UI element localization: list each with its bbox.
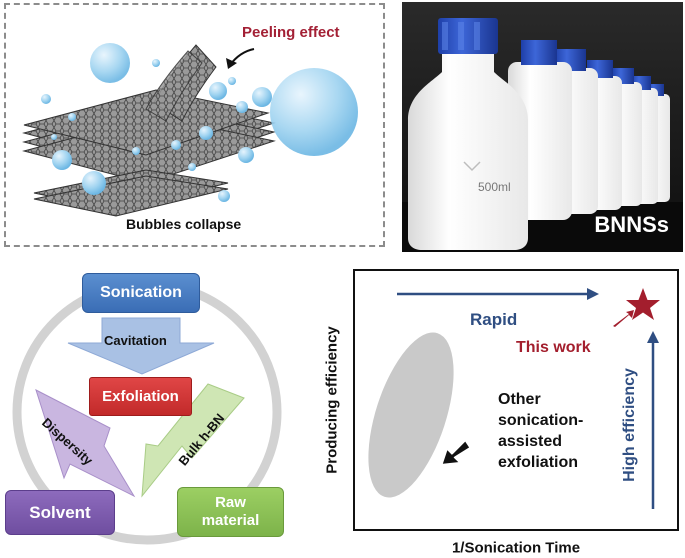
raw-material-line1: Raw: [215, 494, 246, 511]
sonication-box: Sonication: [82, 273, 200, 313]
other-line-3: assisted: [498, 433, 563, 450]
exfoliation-illustration-panel: Peeling effect Bubbles collapse: [4, 3, 385, 247]
dispersity-arrow: [35, 389, 136, 498]
high-efficiency-label: High efficiency: [621, 368, 638, 482]
bubbles: [41, 43, 358, 202]
layered-sheets: [22, 44, 276, 217]
other-line-4: exfoliation: [498, 454, 579, 471]
rapid-label: Rapid: [470, 310, 518, 329]
efficiency-chart-frame: [353, 269, 679, 531]
bottle-volume-label: 500ml: [478, 180, 511, 194]
bnns-bottles-photo: 500ml BNNSs: [402, 2, 683, 252]
other-line-2: sonication-: [498, 412, 584, 429]
bubbles-collapse-label: Bubbles collapse: [126, 216, 242, 232]
this-work-label: This work: [516, 339, 591, 356]
raw-material-line2: material: [201, 512, 260, 529]
exfoliation-box: Exfoliation: [89, 377, 192, 416]
other-line-1: Other: [498, 391, 541, 408]
cavitation-arrow: [67, 317, 215, 375]
this-work-pointer-arrow: [613, 310, 634, 327]
bottle-row: [408, 18, 670, 250]
bulk-hbn-arrow: [141, 383, 245, 498]
other-methods-region: [368, 332, 454, 498]
x-axis-label: 1/Sonication Time: [451, 539, 581, 557]
cavitation-label: Cavitation: [104, 333, 167, 348]
y-axis-label: Producing efficiency: [323, 326, 341, 474]
this-work-star-icon: [626, 288, 660, 320]
other-methods-label: Other sonication- assisted exfoliation: [498, 389, 583, 473]
raw-material-box: Raw material: [177, 487, 284, 537]
efficiency-chart-graphic: [368, 288, 660, 509]
hbn-sheets-bubbles-graphic: [22, 43, 358, 217]
bottles-graphic: [402, 2, 683, 252]
bnnss-label: BNNSs: [594, 212, 669, 237]
peeling-effect-label: Peeling effect: [242, 24, 340, 41]
other-pointer-arrow: [442, 441, 470, 464]
solvent-box: Solvent: [5, 490, 115, 535]
